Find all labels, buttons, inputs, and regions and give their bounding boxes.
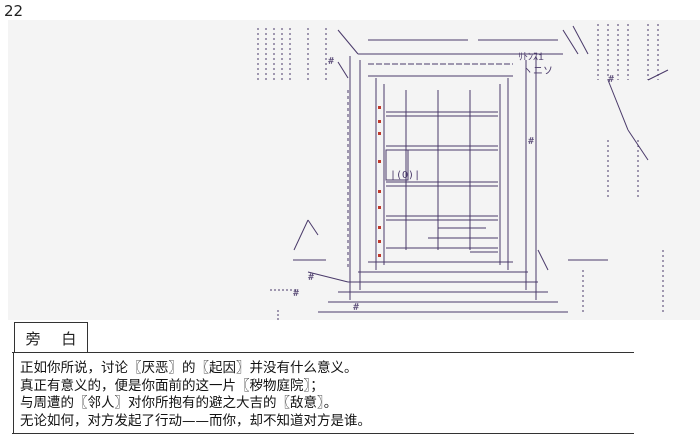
narration-bottom-rule	[12, 433, 634, 434]
hash-mark-5: #	[353, 302, 359, 313]
narration-label-box: 旁 白	[14, 322, 88, 353]
narration-line-1: 正如你所说，讨论〖厌恶〗的〖起因〗并没有什么意义。	[20, 360, 358, 376]
sign-text-1: ﾘﾄﾝｽi	[518, 52, 544, 63]
hash-mark-2: #	[528, 136, 534, 147]
hash-mark-3: #	[608, 74, 614, 85]
narration-left-rule	[13, 352, 14, 433]
narration-top-rule	[12, 352, 634, 353]
narration-line-4: 无论如何，对方发起了行动——而你，却不知道对方是谁。	[20, 412, 371, 429]
hash-mark-6: #	[308, 272, 314, 283]
red-accent-marks	[378, 106, 381, 257]
narration-line-3: 与周遭的〖邻人〗对你所抱有的避之大吉的〖敌意〗。	[20, 395, 338, 411]
ascii-art-panel: ﾘﾄﾝｽi ヽニソ |(O)| # # # # # #	[8, 20, 700, 320]
narration-label: 旁 白	[25, 329, 85, 348]
narration-line-2: 真正有意义的，便是你面前的这一片〖秽物庭院〗；	[20, 377, 324, 394]
ascii-art-illustration: ﾘﾄﾝｽi ヽニソ |(O)| # # # # # #	[257, 24, 669, 320]
hash-mark-1: #	[328, 56, 334, 67]
sign-text-2: ヽニソ	[523, 66, 553, 77]
hash-mark-4: #	[293, 288, 299, 299]
page-number: 22	[4, 2, 24, 20]
o-mark: |(O)|	[390, 170, 420, 181]
narration-text: 正如你所说，讨论〖厌恶〗的〖起因〗并没有什么意义。 真正有意义的，便是你面前的这…	[20, 360, 371, 430]
